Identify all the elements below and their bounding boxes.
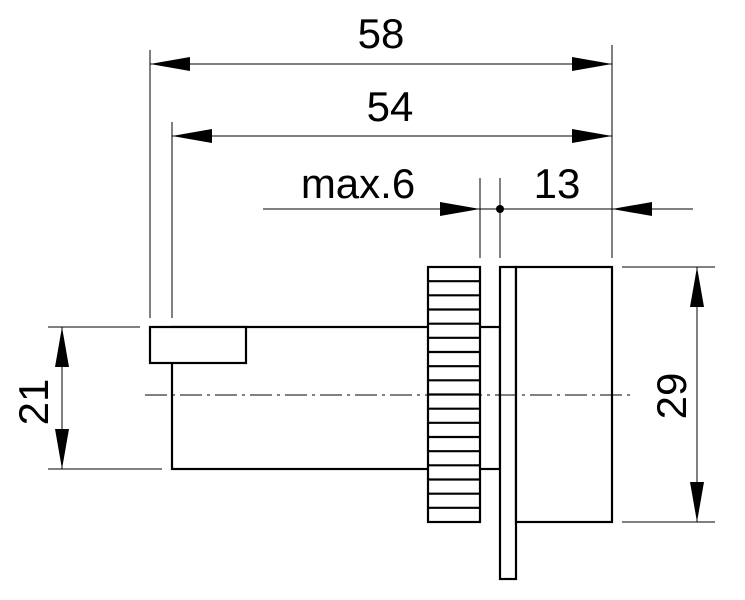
dimension-housing-height: 29 [648,267,704,522]
component-outline [148,265,614,581]
dimension-label-13: 13 [534,160,581,207]
extension-lines [48,45,715,523]
dimension-shaft-height: 21 [10,327,69,469]
dimension-dot [496,205,504,213]
dimension-overall-length: 58 [150,10,612,71]
dimension-body-length: 54 [172,83,612,143]
dimension-panel-and-depth: max.6 13 [263,160,693,216]
shaft-key [148,325,248,365]
dimension-label-29: 29 [648,373,695,420]
dimension-label-max6: max.6 [301,160,415,207]
neck [476,325,502,471]
dimension-label-21: 21 [10,379,57,426]
dimension-label-54: 54 [367,83,414,130]
dimension-label-58: 58 [358,10,405,57]
mounting-flange [498,265,518,581]
knurled-nut [426,265,482,524]
